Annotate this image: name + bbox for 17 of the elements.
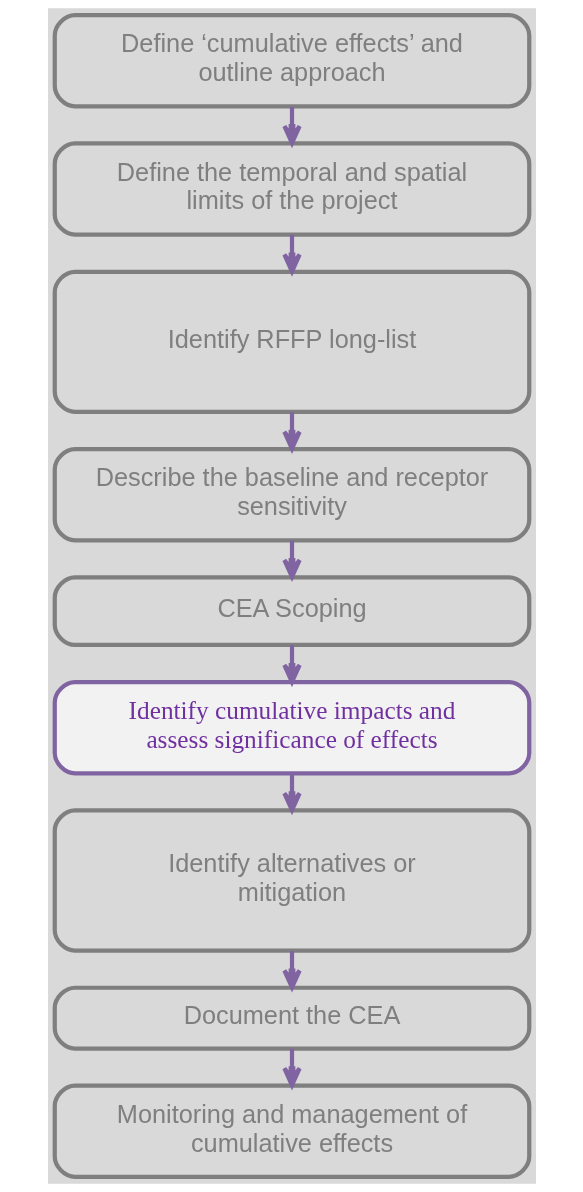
- node-box: Document the CEA: [52, 985, 531, 1051]
- node-box: Define the temporal and spatial limits of the project: [52, 141, 531, 237]
- node-box: Define ‘cumulative effects’ and outline approach: [52, 13, 531, 109]
- node-box: Identify RFFP long-list: [52, 269, 531, 415]
- arrow: [281, 412, 302, 451]
- arrow: [281, 1048, 302, 1088]
- arrow: [281, 106, 302, 146]
- node-box: Identify alternatives or mitigation: [52, 808, 531, 953]
- arrow: [281, 950, 302, 990]
- node-box: Monitoring and management of cumulative effects: [52, 1083, 531, 1179]
- arrow: [281, 234, 302, 274]
- arrow: [281, 540, 302, 580]
- node-box: Identify cumulative impacts and assess significance of effects: [52, 680, 531, 776]
- arrow: [281, 645, 302, 685]
- node-box: CEA Scoping: [52, 575, 531, 648]
- arrow: [281, 773, 302, 813]
- node-box: Describe the baseline and receptor sensitivity: [52, 446, 531, 543]
